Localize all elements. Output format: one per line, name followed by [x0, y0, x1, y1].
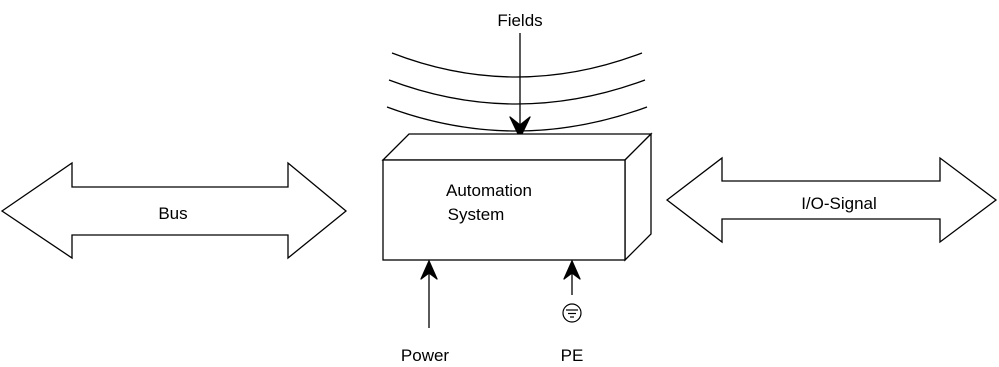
field-lines — [386, 52, 648, 132]
fields-arrow — [509, 33, 531, 139]
automation-system-box — [381, 132, 653, 262]
field-line-middle — [388, 79, 646, 105]
box-top-face — [381, 133, 653, 161]
bus-arrow — [0, 161, 348, 260]
power-arrow — [420, 260, 438, 328]
power-label: Power — [401, 346, 450, 365]
system-label-line2: System — [448, 205, 505, 224]
ground-icon — [562, 303, 582, 323]
io-signal-label: I/O-Signal — [801, 194, 877, 213]
system-label-line1: Automation — [446, 181, 532, 200]
box-front-face — [382, 159, 626, 261]
bus-label: Bus — [158, 204, 187, 223]
pe-label: PE — [561, 346, 584, 365]
field-line-top — [391, 52, 643, 78]
pe-arrow — [563, 260, 581, 295]
io-signal-arrow — [665, 156, 998, 244]
fields-label: Fields — [497, 11, 542, 30]
